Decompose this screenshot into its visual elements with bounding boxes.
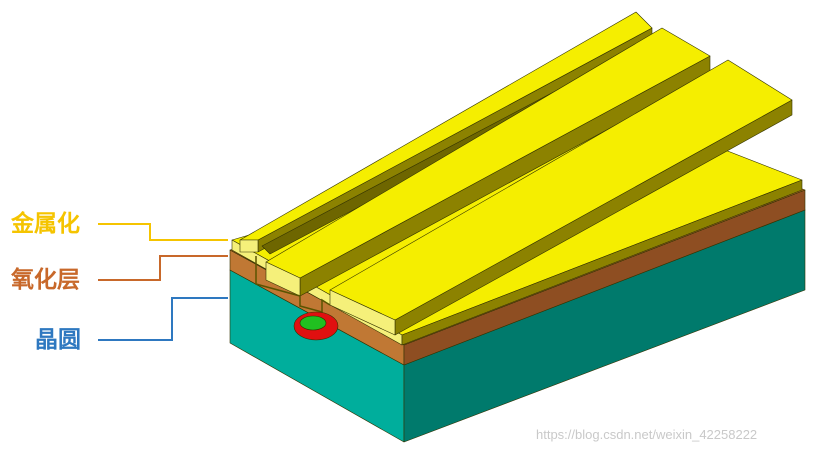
diffusion-inner-region bbox=[299, 315, 327, 331]
leader-line-wafer bbox=[98, 297, 228, 341]
leader-line-metallization bbox=[98, 223, 228, 241]
label-wafer: 晶圆 bbox=[35, 326, 81, 353]
leader-line-oxide bbox=[98, 255, 228, 281]
metal-base-side bbox=[401, 179, 803, 346]
watermark: https://blog.csdn.net/weixin_42258222 bbox=[536, 427, 758, 442]
metal-strip-left-front bbox=[239, 239, 259, 253]
metal-pad-right-front bbox=[329, 289, 396, 336]
metal-contact-step bbox=[255, 256, 331, 313]
label-metallization: 金属化 bbox=[11, 210, 80, 237]
label-oxide: 氧化层 bbox=[11, 266, 80, 293]
